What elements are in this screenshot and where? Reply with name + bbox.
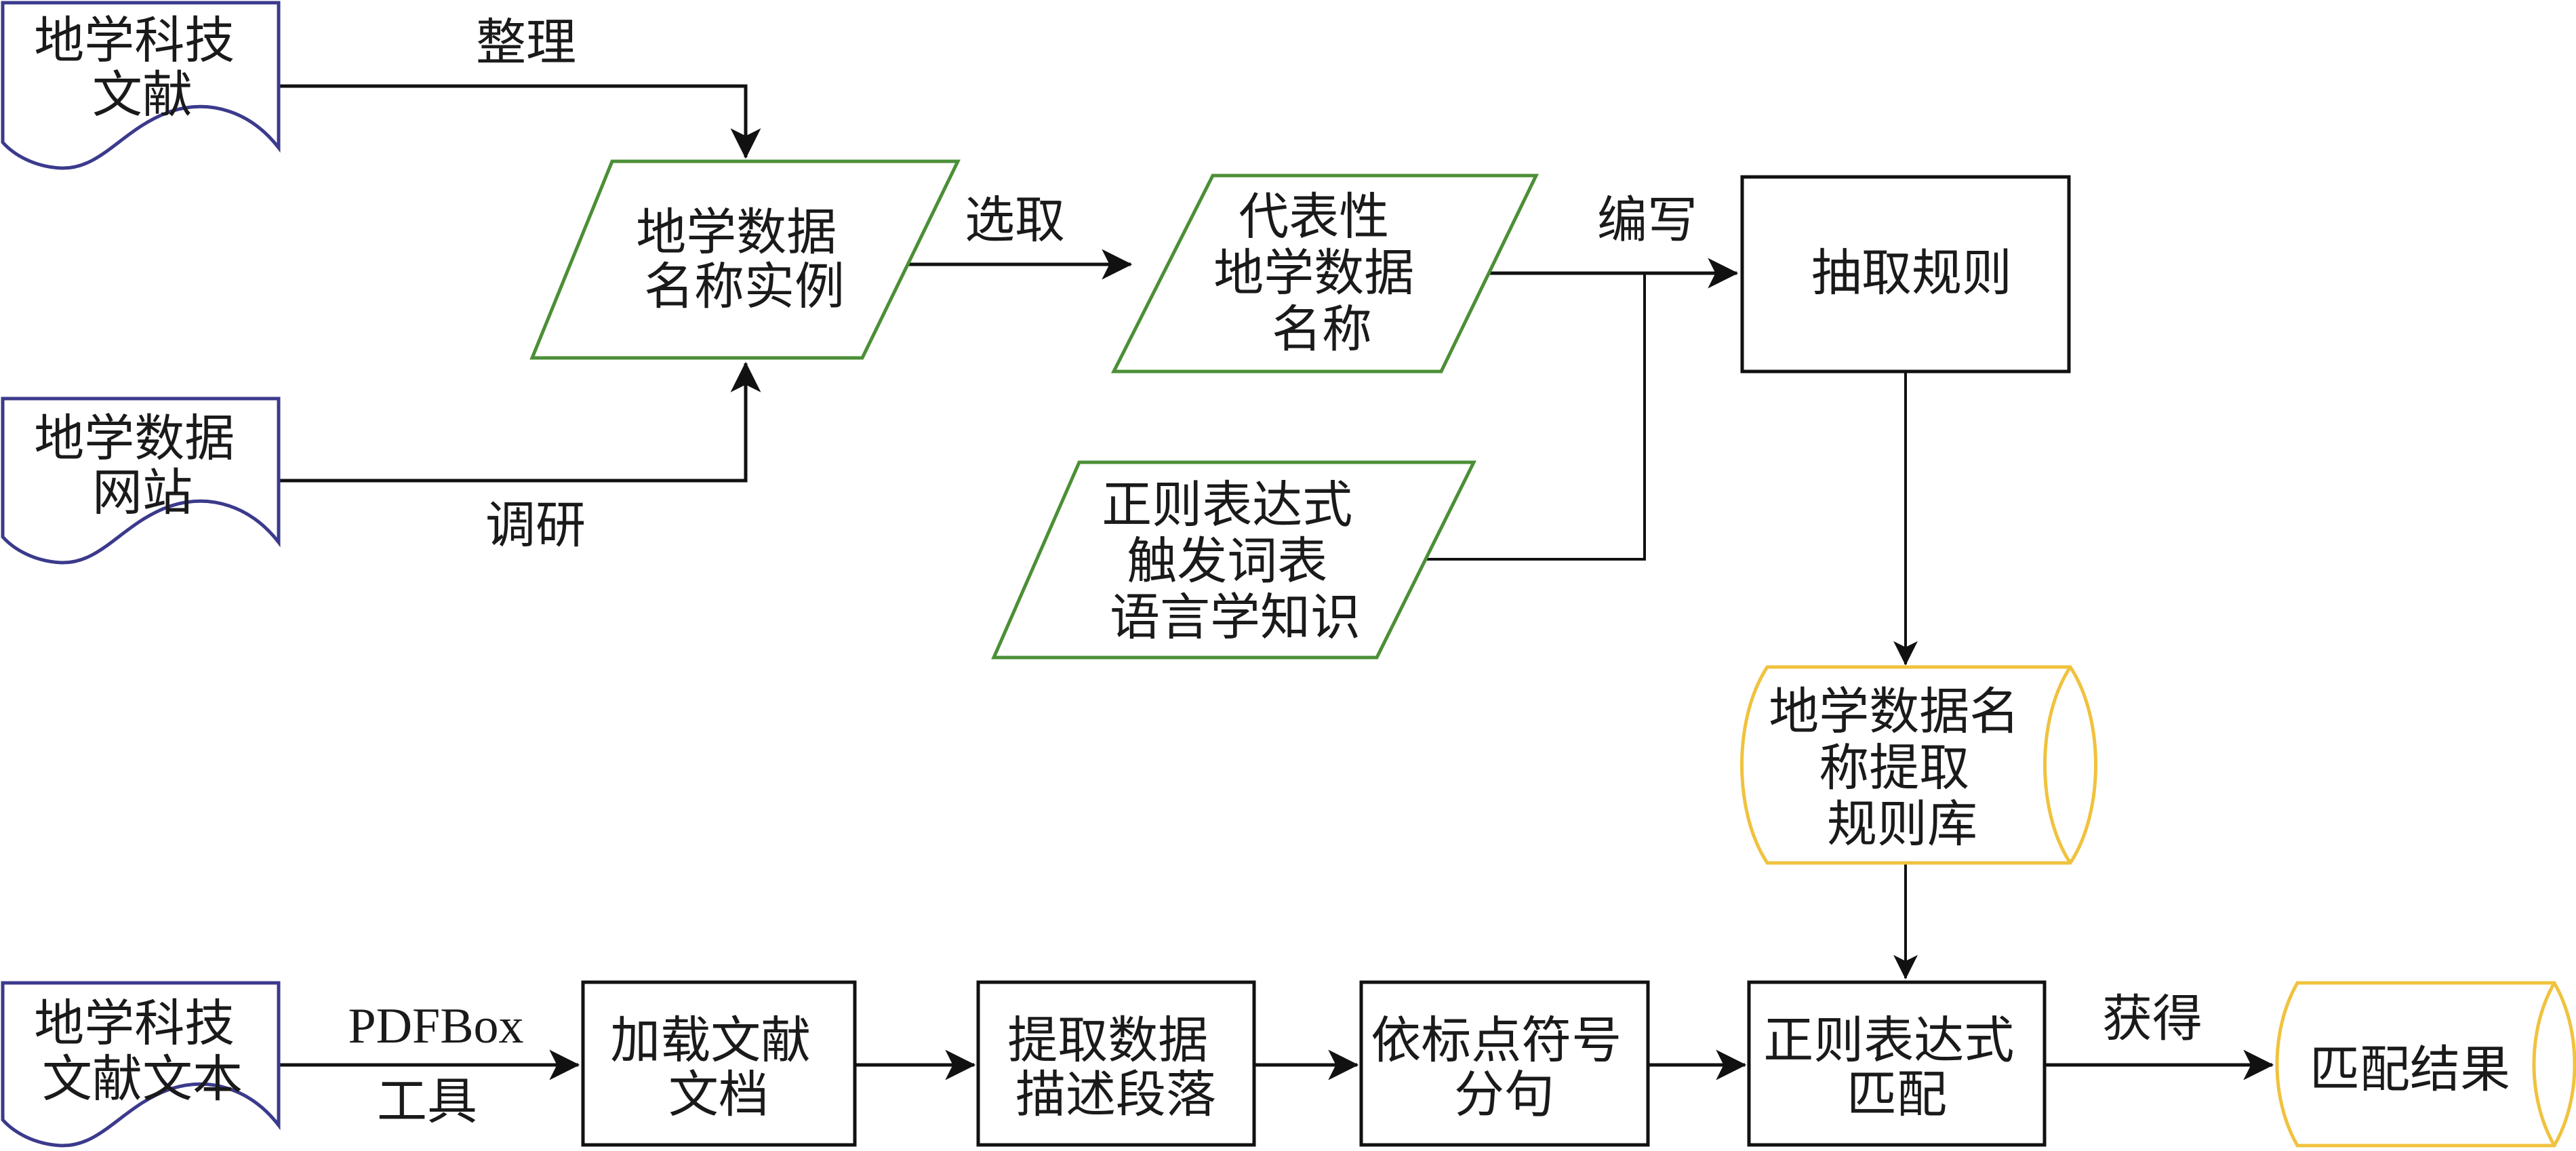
node-text-line: 地学数据 (636, 203, 837, 262)
parallelogram-shape (991, 460, 1477, 660)
node-regex-match[interactable]: 正则表达式 匹配 (1747, 980, 2047, 1147)
document-shape (1, 1, 281, 170)
node-text-line: 名称 (1272, 300, 1372, 359)
node-doc-text[interactable]: 地学科技 文献文本 (1, 981, 281, 1148)
node-rule-library[interactable]: 地学数据名 称提取 规则库 (1740, 665, 2097, 865)
node-text-line: 地学科技 (34, 994, 235, 1053)
edge-pdfbox: PDFBox 工具 (280, 998, 580, 1131)
edge-label-organize: 整理 (476, 14, 576, 72)
node-text: 地学科技 文献 (34, 12, 251, 124)
node-text: 依标点符号 分句 (1371, 1011, 1638, 1124)
node-text: 匹配结果 (2310, 1041, 2510, 1099)
node-text-line: 语言学知识 (1110, 588, 1361, 647)
edge-label-select: 选取 (965, 191, 1065, 249)
node-text: 抽取规则 (1811, 244, 2012, 302)
node-text-line: 称提取 (1819, 739, 1969, 797)
node-text-line: 网站 (92, 464, 193, 522)
process-box (581, 980, 857, 1147)
process-box (1747, 980, 2047, 1147)
node-text-line: 分句 (1454, 1066, 1554, 1124)
node-text: 提取数据 描述段落 (1007, 1011, 1224, 1124)
edge-label-tool: 工具 (377, 1072, 477, 1131)
node-text-line: 文献文本 (42, 1050, 243, 1108)
edge-label-obtain: 获得 (2102, 990, 2202, 1048)
process-box (1740, 175, 2071, 373)
node-match-results[interactable]: 匹配结果 (2275, 981, 2576, 1148)
node-text-line: 加载文献 (610, 1011, 811, 1070)
edge-label-pdfbox: PDFBox (348, 998, 523, 1054)
node-text-line: 代表性 (1239, 188, 1389, 246)
process-box (1359, 980, 1650, 1147)
node-load-docs[interactable]: 加载文献 文档 (581, 980, 857, 1147)
node-text-line: 文献 (92, 66, 193, 124)
node-text-line: 正则表达式 (1763, 1011, 2014, 1070)
node-text-line: 地学数据名 (1769, 683, 2019, 741)
parallelogram-shape (529, 159, 961, 360)
edge-line (280, 84, 761, 159)
node-text-line: 正则表达式 (1102, 476, 1352, 534)
node-text: 正则表达式 触发词表 语言学知识 (1102, 476, 1369, 647)
node-doc-literature[interactable]: 地学科技 文献 (1, 1, 281, 170)
edge-write: 编写 (1485, 191, 1739, 289)
node-text-line: 匹配 (1847, 1066, 1947, 1124)
node-text-line: 匹配结果 (2310, 1041, 2510, 1099)
node-text-line: 规则库 (1827, 795, 1977, 853)
node-text: 地学数据 名称实例 (636, 203, 853, 316)
node-knowledge[interactable]: 正则表达式 触发词表 语言学知识 (991, 460, 1477, 660)
edge-label-survey: 调研 (485, 496, 586, 554)
node-data-name-instances[interactable]: 地学数据 名称实例 (529, 159, 961, 360)
node-text-line: 文档 (668, 1066, 769, 1124)
node-text-line: 描述段落 (1015, 1066, 1216, 1124)
document-shape (1, 397, 281, 565)
node-text: 地学数据 网站 (34, 409, 251, 522)
node-text: 地学数据名 称提取 规则库 (1769, 683, 2036, 853)
storage-curve (2043, 666, 2072, 864)
edge-knowledge-join (1426, 273, 1646, 561)
node-text-line: 触发词表 (1127, 532, 1327, 590)
storage-curve (2532, 982, 2556, 1147)
edge-obtain: 获得 (2045, 990, 2274, 1081)
node-split-sentences[interactable]: 依标点符号 分句 (1359, 980, 1650, 1147)
node-text: 地学科技 文献文本 (34, 994, 251, 1108)
node-text-line: 抽取规则 (1811, 244, 2012, 302)
parallelogram-shape (1110, 174, 1539, 373)
node-doc-websites[interactable]: 地学数据 网站 (1, 397, 281, 565)
node-text-line: 依标点符号 (1371, 1011, 1622, 1070)
node-text-line: 地学数据 (1213, 244, 1414, 302)
node-text: 正则表达式 匹配 (1763, 1011, 2030, 1124)
edge-line (1426, 273, 1646, 561)
edge-survey: 调研 (280, 361, 761, 554)
document-shape (1, 981, 281, 1148)
edge-label-write: 编写 (1597, 191, 1697, 249)
node-text-line: 地学数据 (34, 409, 235, 468)
node-text: 代表性 地学数据 名称 (1213, 188, 1430, 359)
edge-line (280, 361, 761, 483)
node-extract-paragraphs[interactable]: 提取数据 描述段落 (976, 980, 1256, 1147)
node-text-line: 地学科技 (34, 12, 235, 70)
node-representative-names[interactable]: 代表性 地学数据 名称 (1110, 174, 1539, 373)
edge-organize: 整理 (280, 14, 761, 159)
node-text-line: 名称实例 (644, 258, 845, 316)
edge-select: 选取 (906, 191, 1133, 280)
node-text: 加载文献 文档 (610, 1011, 827, 1124)
node-extract-rules[interactable]: 抽取规则 (1740, 175, 2071, 373)
node-text-line: 提取数据 (1007, 1011, 1208, 1070)
process-box (976, 980, 1256, 1147)
